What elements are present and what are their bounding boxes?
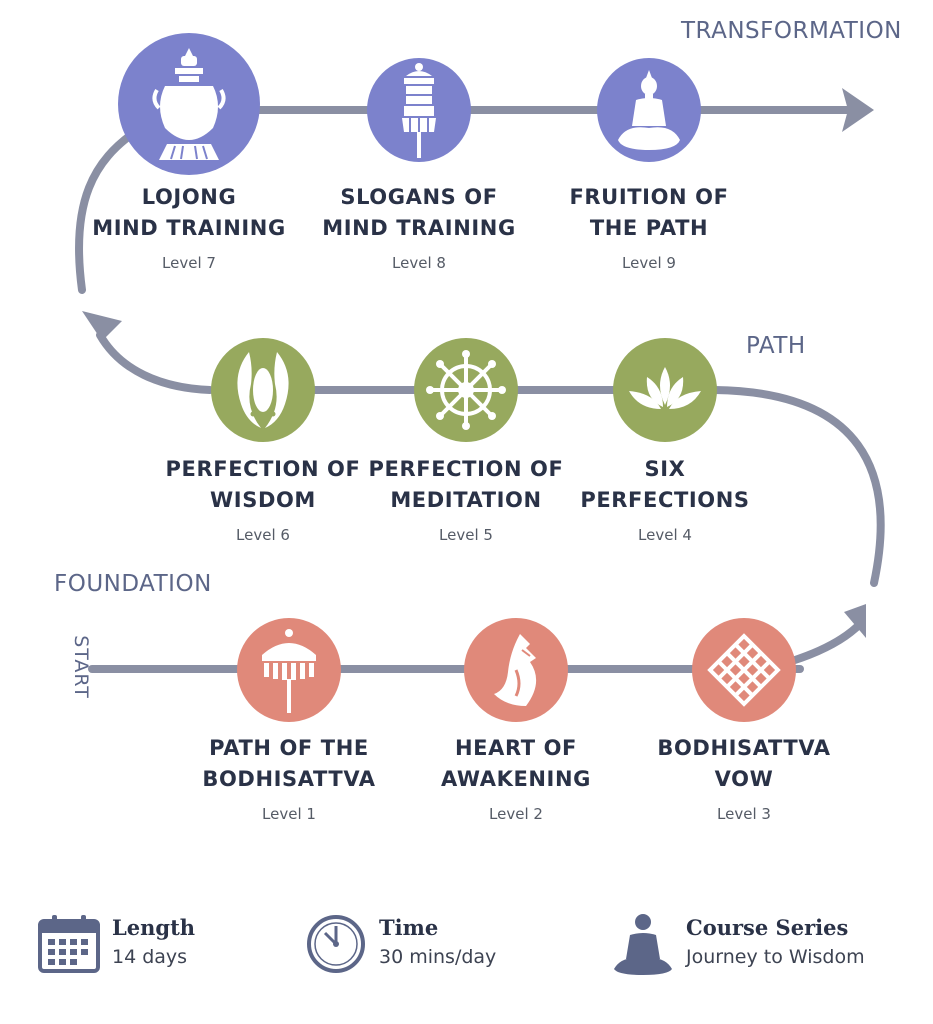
level-8-label: SLOGANS OF MIND TRAINING Level 8 bbox=[304, 182, 534, 272]
arrow-head-foundation bbox=[844, 604, 866, 638]
level-9-node[interactable] bbox=[597, 58, 701, 162]
level-9-label: FRUITION OF THE PATH Level 9 bbox=[534, 182, 764, 272]
level-9-title-line1: FRUITION OF bbox=[569, 185, 729, 209]
level-1-title-line2: BODHISATTVA bbox=[202, 767, 376, 791]
level-5-title-line2: MEDITATION bbox=[390, 488, 542, 512]
time-label: Time bbox=[379, 915, 439, 940]
level-9-title-line2: THE PATH bbox=[589, 216, 709, 240]
level-3-node[interactable] bbox=[692, 618, 796, 722]
level-5-title-line1: PERFECTION OF bbox=[368, 457, 564, 481]
endless-knot-icon bbox=[707, 633, 781, 707]
level-8-title-line2: MIND TRAINING bbox=[322, 216, 516, 240]
level-1-node[interactable] bbox=[237, 618, 341, 722]
level-7-node[interactable] bbox=[118, 33, 260, 175]
treasure-vase-icon bbox=[152, 48, 226, 160]
phase-foundation: FOUNDATION bbox=[54, 571, 212, 597]
curve-foundation-to-path bbox=[788, 618, 866, 665]
level-9-number: Level 9 bbox=[622, 254, 676, 272]
level-6-title-line1: PERFECTION OF bbox=[165, 457, 361, 481]
level-8-title-line1: SLOGANS OF bbox=[340, 185, 498, 209]
level-5-number: Level 5 bbox=[439, 526, 493, 544]
level-6-number: Level 6 bbox=[236, 526, 290, 544]
lotus-icon bbox=[629, 367, 701, 409]
meditator-icon bbox=[614, 914, 672, 975]
level-7-title-line2: MIND TRAINING bbox=[92, 216, 286, 240]
level-2-number: Level 2 bbox=[489, 805, 543, 823]
parasol-icon bbox=[262, 629, 316, 713]
level-3-number: Level 3 bbox=[717, 805, 771, 823]
level-6-label: PERFECTION OF WISDOM Level 6 bbox=[148, 454, 378, 544]
level-3-title-line2: VOW bbox=[714, 767, 774, 791]
level-4-title-line2: PERFECTIONS bbox=[580, 488, 750, 512]
level-4-title-line1: SIX bbox=[644, 457, 686, 481]
curve-right-up bbox=[711, 386, 885, 587]
info-series: Course Series Journey to Wisdom bbox=[612, 913, 865, 975]
level-6-node[interactable] bbox=[211, 338, 315, 442]
conch-shell-icon bbox=[494, 634, 537, 706]
level-2-label: HEART OF AWAKENING Level 2 bbox=[401, 733, 631, 823]
series-label: Course Series bbox=[686, 915, 849, 940]
info-length: Length 14 days bbox=[38, 913, 195, 973]
curve-left-up bbox=[75, 128, 139, 294]
phase-transformation: TRANSFORMATION bbox=[681, 18, 902, 44]
arrow-head-transformation bbox=[842, 88, 874, 132]
length-label: Length bbox=[112, 915, 196, 940]
dharma-wheel-icon bbox=[426, 350, 506, 430]
level-1-label: PATH OF THE BODHISATTVA Level 1 bbox=[174, 733, 404, 823]
level-7-label: LOJONG MIND TRAINING Level 7 bbox=[74, 182, 304, 272]
series-value: Journey to Wisdom bbox=[686, 946, 865, 968]
curve-path-to-transformation bbox=[96, 331, 214, 394]
phase-start: START bbox=[70, 635, 92, 699]
level-5-node[interactable] bbox=[414, 338, 518, 442]
level-4-node[interactable] bbox=[613, 338, 717, 442]
golden-fish-icon bbox=[237, 352, 289, 428]
level-4-label: SIX PERFECTIONS Level 4 bbox=[550, 454, 780, 544]
level-6-title-line2: WISDOM bbox=[210, 488, 316, 512]
length-value: 14 days bbox=[112, 946, 188, 968]
level-7-title-line1: LOJONG bbox=[141, 185, 237, 209]
level-7-number: Level 7 bbox=[162, 254, 216, 272]
level-2-node[interactable] bbox=[464, 618, 568, 722]
level-3-title-line1: BODHISATTVA bbox=[657, 736, 831, 760]
time-value: 30 mins/day bbox=[379, 946, 497, 968]
phase-path: PATH bbox=[746, 333, 806, 359]
victory-banner-icon bbox=[402, 63, 436, 158]
level-3-label: BODHISATTVA VOW Level 3 bbox=[629, 733, 859, 823]
level-1-title-line1: PATH OF THE bbox=[209, 736, 369, 760]
arrow-head-path bbox=[82, 311, 122, 341]
level-2-title-line1: HEART OF bbox=[454, 736, 578, 760]
level-5-label: PERFECTION OF MEDITATION Level 5 bbox=[351, 454, 581, 544]
buddha-icon bbox=[618, 70, 680, 150]
level-1-number: Level 1 bbox=[262, 805, 316, 823]
level-2-title-line2: AWAKENING bbox=[440, 767, 591, 791]
clock-icon bbox=[307, 915, 365, 973]
info-time: Time 30 mins/day bbox=[305, 913, 496, 975]
level-4-number: Level 4 bbox=[638, 526, 692, 544]
level-8-number: Level 8 bbox=[392, 254, 446, 272]
level-8-node[interactable] bbox=[367, 58, 471, 162]
calendar-icon bbox=[38, 915, 100, 973]
